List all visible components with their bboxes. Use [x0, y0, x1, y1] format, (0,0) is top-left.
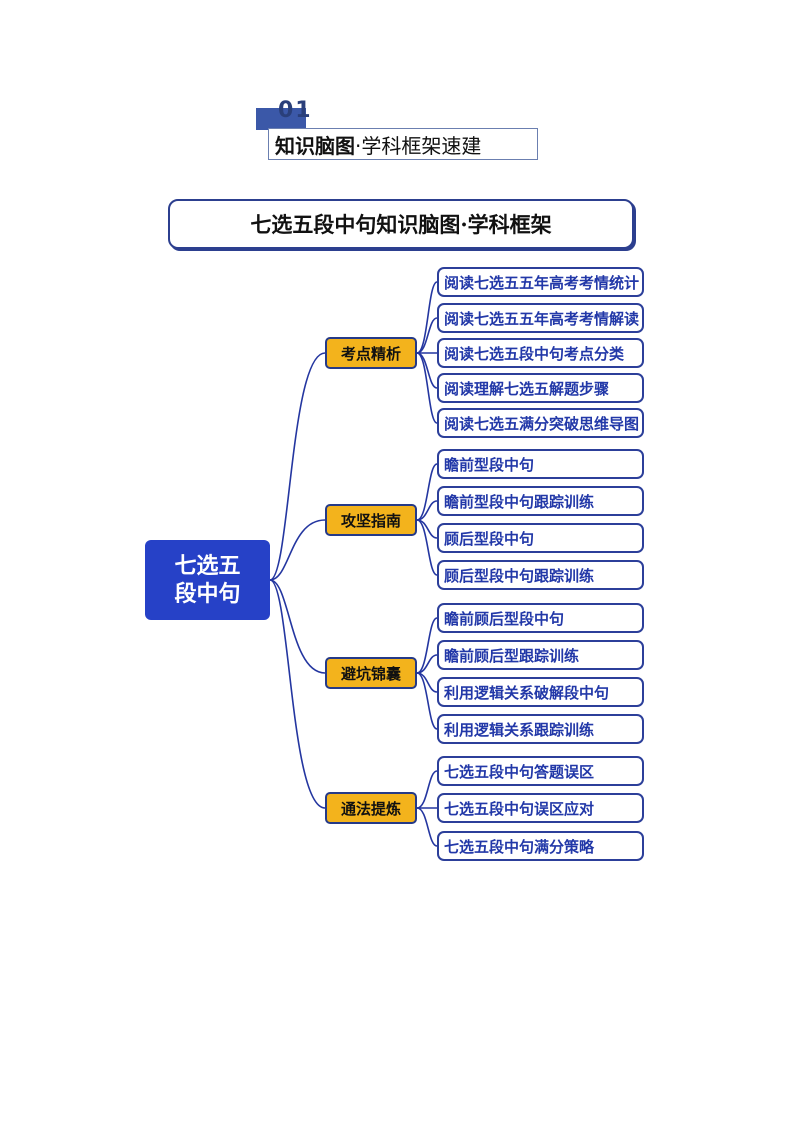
root-node: 七选五段中句 [145, 540, 270, 620]
leaf-node: 阅读七选五五年高考考情解读 [437, 303, 644, 333]
leaf-node: 七选五段中句答题误区 [437, 756, 644, 786]
root-branch-link [269, 579, 326, 809]
root-branch-link [269, 352, 326, 581]
leaf-node: 瞻前顾后型段中句 [437, 603, 644, 633]
branch-leaf-link [416, 654, 438, 674]
branch-node: 避坑锦囊 [325, 657, 417, 689]
branch-node: 考点精析 [325, 337, 417, 369]
leaf-node: 顾后型段中句 [437, 523, 644, 553]
branch-leaf-link [416, 672, 438, 730]
leaf-node: 阅读七选五段中句考点分类 [437, 338, 644, 368]
leaf-node: 七选五段中句满分策略 [437, 831, 644, 861]
section-number: 01 [278, 98, 313, 123]
leaf-node: 瞻前型段中句跟踪训练 [437, 486, 644, 516]
branch-leaf-link [416, 352, 438, 424]
leaf-node: 顾后型段中句跟踪训练 [437, 560, 644, 590]
leaf-node: 瞻前型段中句 [437, 449, 644, 479]
section-heading: 知识脑图 ·学科框架速建 [268, 128, 538, 160]
leaf-node: 阅读理解七选五解题步骤 [437, 373, 644, 403]
branch-leaf-link [416, 770, 438, 809]
branch-leaf-link [416, 317, 438, 354]
section-heading-bold: 知识脑图 [275, 133, 355, 158]
section-heading-rest: ·学科框架速建 [355, 133, 482, 158]
branch-node: 攻坚指南 [325, 504, 417, 536]
leaf-node: 利用逻辑关系跟踪训练 [437, 714, 644, 744]
branch-leaf-link [416, 519, 438, 576]
branch-leaf-link [416, 617, 438, 674]
leaf-node: 阅读七选五五年高考考情统计 [437, 267, 644, 297]
branch-leaf-link [416, 500, 438, 521]
branch-node: 通法提炼 [325, 792, 417, 824]
section-accent-bar [256, 108, 306, 130]
branch-leaf-link [416, 463, 438, 521]
leaf-node: 阅读七选五满分突破思维导图 [437, 408, 644, 438]
leaf-node: 七选五段中句误区应对 [437, 793, 644, 823]
leaf-node: 瞻前顾后型跟踪训练 [437, 640, 644, 670]
branch-leaf-link [416, 807, 438, 847]
diagram-title: 七选五段中句知识脑图·学科框架 [168, 199, 634, 249]
leaf-node: 利用逻辑关系破解段中句 [437, 677, 644, 707]
root-branch-link [269, 519, 326, 581]
root-branch-link [269, 579, 326, 674]
branch-leaf-link [416, 281, 438, 354]
